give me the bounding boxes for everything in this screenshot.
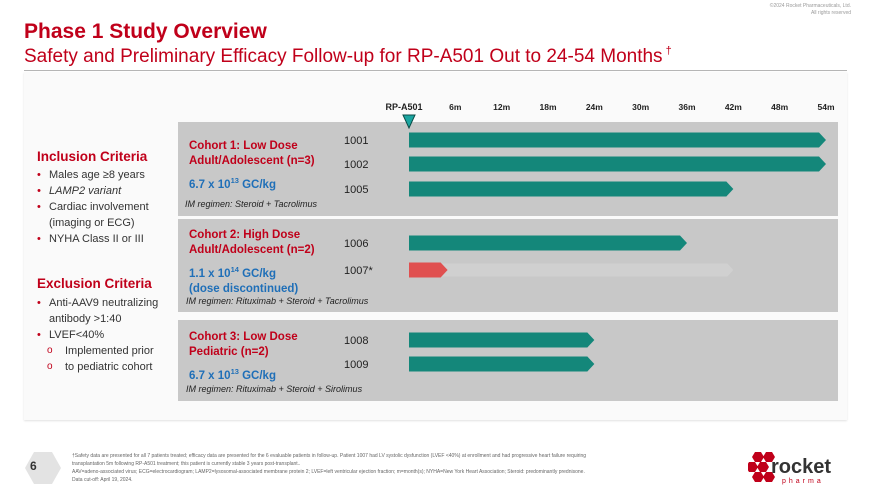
- logo-subtitle: pharma: [782, 478, 824, 485]
- patient-follow-up-bar: [409, 156, 826, 172]
- rocket-logo-icon: [748, 452, 775, 482]
- patient-id-label: 1009: [344, 359, 368, 371]
- patient-follow-up-bar: [409, 332, 595, 348]
- subtitle-dagger: †: [665, 45, 672, 57]
- slide-subtitle: Safety and Preliminary Efficacy Follow-u…: [24, 45, 672, 67]
- inclusion-criteria-heading: Inclusion Criteria: [37, 149, 148, 164]
- x-tick-label: 30m: [632, 102, 649, 112]
- cohort-1-im-regimen: IM regimen: Steroid + Tacrolimus: [185, 199, 317, 209]
- copyright-notice: ©2024 Rocket Pharmaceuticals, Ltd. All r…: [769, 3, 851, 16]
- cohort-2-dose: 1.1 x 1014 GC/kg: [189, 265, 276, 280]
- cohort-3-label: Cohort 3: Low Dose Pediatric (n=2) 6.7 x…: [189, 331, 298, 382]
- inclusion-item: LAMP2 variant: [37, 183, 149, 199]
- logo-wordmark: rocket: [771, 456, 832, 478]
- patient-id-label: 1006: [344, 238, 368, 250]
- inclusion-item: Males age ≥8 years: [37, 167, 149, 183]
- patient-follow-up-bar: [409, 356, 595, 372]
- cohort-2-label: Cohort 2: High Dose Adult/Adolescent (n=…: [189, 229, 315, 295]
- exclusion-item: Anti-AAV9 neutralizing: [37, 295, 158, 311]
- patient-extended-bar: [409, 263, 734, 277]
- patient-follow-up-bar: [409, 235, 687, 251]
- inclusion-criteria-list: Males age ≥8 years LAMP2 variant Cardiac…: [37, 167, 149, 247]
- patient-id-label: 1005: [344, 184, 368, 196]
- x-tick-label: 54m: [817, 102, 834, 112]
- cohort-3-dose: 6.7 x 1013 GC/kg: [189, 367, 276, 382]
- exclusion-criteria-heading: Exclusion Criteria: [37, 276, 152, 291]
- patient-follow-up-bar: [409, 132, 826, 148]
- exclusion-subitem: Implemented prior: [37, 343, 158, 359]
- x-tick-label: 42m: [725, 102, 742, 112]
- inclusion-item: Cardiac involvement: [37, 199, 149, 215]
- cohort-1-dose: 6.7 x 1013 GC/kg: [189, 176, 276, 191]
- patient-follow-up-bar: [409, 262, 448, 278]
- exclusion-criteria-list: Anti-AAV9 neutralizing antibody >1:40 LV…: [37, 295, 158, 375]
- page-number: 6: [30, 459, 37, 473]
- patient-id-label: 1008: [344, 335, 368, 347]
- x-tick-label: 36m: [678, 102, 695, 112]
- cohort-2-im-regimen: IM regimen: Rituximab + Steroid + Tacrol…: [186, 296, 369, 306]
- x-tick-label: 24m: [586, 102, 603, 112]
- exclusion-item: LVEF<40%: [37, 327, 158, 343]
- patient-id-label: 1001: [344, 135, 368, 147]
- dosing-marker-icon: [402, 114, 416, 130]
- patient-id-label: 1002: [344, 159, 368, 171]
- x-tick-label: 18m: [539, 102, 556, 112]
- footnote: †Safety data are presented for all 7 pat…: [72, 453, 587, 483]
- page-number-hexagon: [25, 452, 61, 484]
- x-tick-label: 48m: [771, 102, 788, 112]
- cohort-2-dose-note: (dose discontinued): [189, 282, 299, 295]
- inclusion-item: NYHA Class II or III: [37, 231, 149, 247]
- title-divider: [24, 70, 847, 71]
- x-axis-origin-label: RP-A501: [385, 102, 422, 112]
- slide-title: Phase 1 Study Overview: [24, 20, 267, 43]
- exclusion-subitem-continued: to pediatric cohort: [37, 359, 158, 375]
- x-tick-label: 6m: [449, 102, 462, 112]
- x-tick-label: 12m: [493, 102, 510, 112]
- cohort-1-label: Cohort 1: Low Dose Adult/Adolescent (n=3…: [189, 140, 315, 191]
- patient-follow-up-bar: [409, 181, 734, 197]
- patient-id-label: 1007*: [344, 265, 373, 277]
- inclusion-item-continued: (imaging or ECG): [49, 217, 135, 229]
- exclusion-item-continued: antibody >1:40: [49, 313, 122, 325]
- cohort-3-im-regimen: IM regimen: Rituximab + Steroid + Siroli…: [186, 384, 363, 394]
